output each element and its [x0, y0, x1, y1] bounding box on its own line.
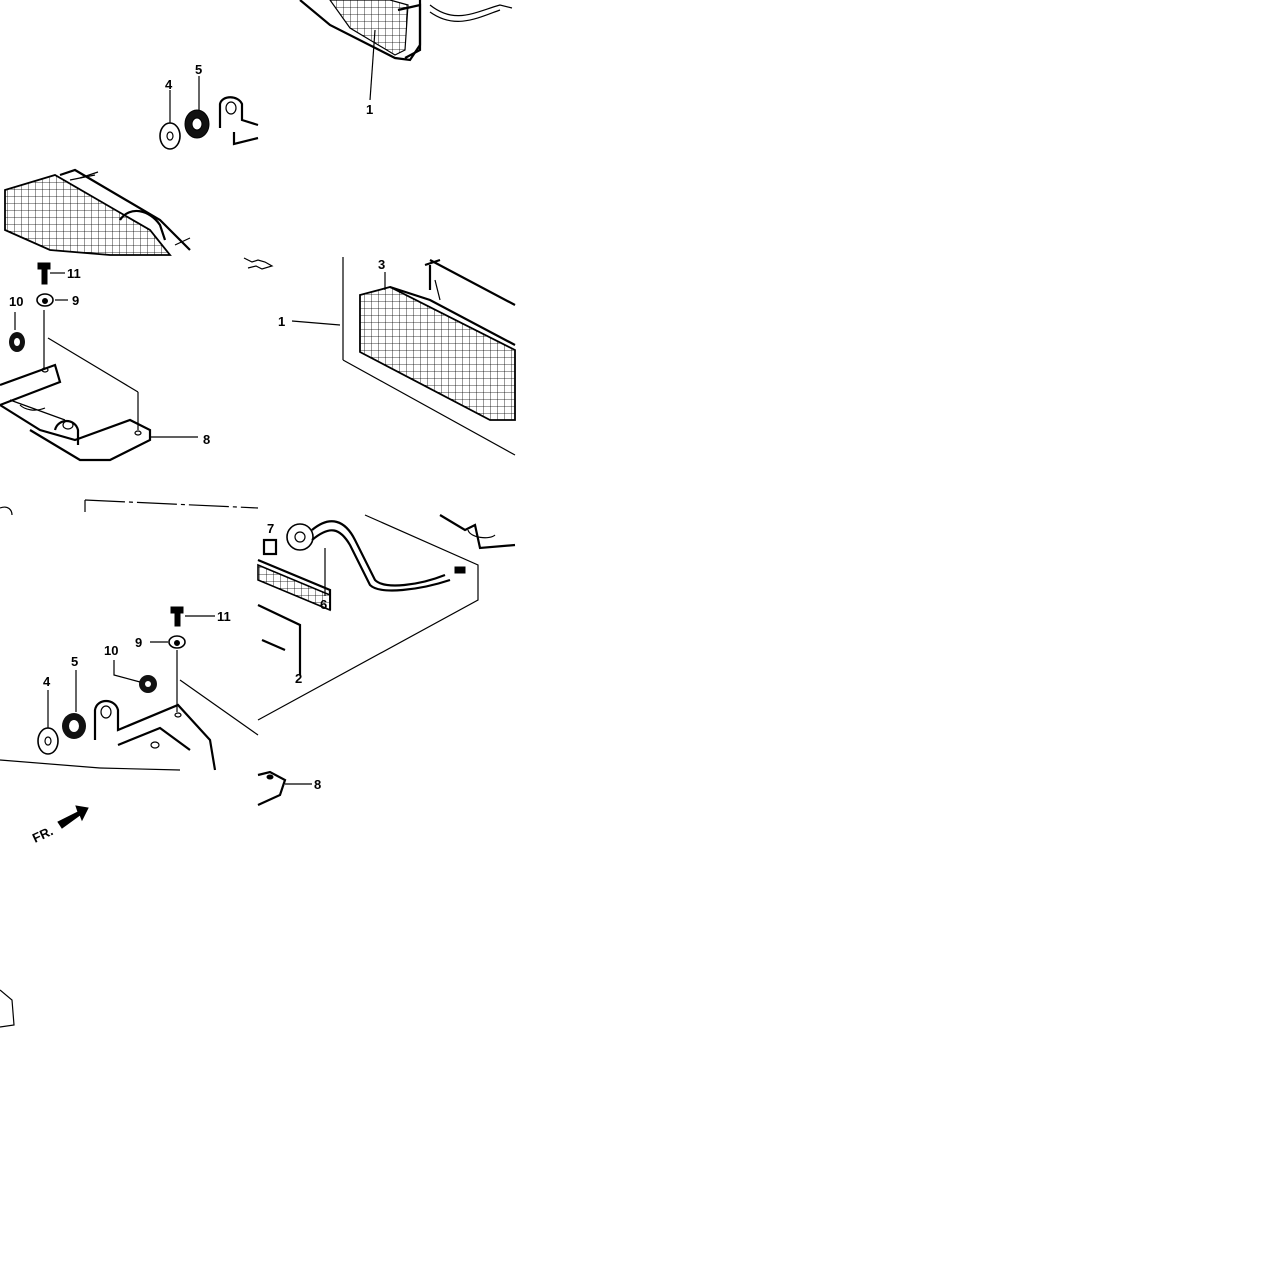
bracket-assembly-lower: [37, 606, 312, 807]
callout-9-lower: 9: [135, 635, 142, 650]
taillight-right: [291, 257, 516, 456]
callout-9-left: 9: [72, 293, 79, 308]
callout-11-left: 11: [67, 266, 81, 281]
fragment-left-edge: [0, 506, 13, 516]
callout-8-lower: 8: [314, 777, 321, 792]
washer-grommet-top: [159, 76, 259, 150]
taillight-top: [299, 0, 513, 101]
callout-4-top: 4: [165, 77, 173, 92]
callout-5-lower: 5: [71, 654, 78, 669]
callout-4-lower: 4: [43, 674, 51, 689]
panel-dividers: [0, 499, 259, 771]
callout-10-lower: 10: [104, 643, 118, 658]
callout-1-top: 1: [366, 102, 373, 117]
fragment-bottom-left: [0, 989, 15, 1028]
front-arrow-label: FR.: [30, 823, 55, 845]
callout-6: 6: [320, 597, 327, 612]
callout-5-top: 5: [195, 62, 202, 77]
callout-1-right: 1: [278, 314, 285, 329]
front-direction-arrow-icon: FR.: [30, 805, 89, 846]
bracket-assembly-left: [0, 262, 198, 462]
callout-7: 7: [267, 521, 274, 536]
callout-8-left: 8: [203, 432, 210, 447]
callout-3-right: 3: [378, 257, 385, 272]
taillight-left: [4, 168, 191, 256]
fragment-hand-mark: [243, 257, 274, 270]
callout-10-left: 10: [9, 294, 23, 309]
callout-labels: 1 4 5 11 9 10 8 1 3 7 6 2 11 9 10 5 4 8: [9, 62, 385, 792]
socket-reflector-assembly: [257, 514, 516, 721]
callout-2: 2: [295, 671, 302, 686]
callout-11-lower: 11: [217, 609, 231, 624]
